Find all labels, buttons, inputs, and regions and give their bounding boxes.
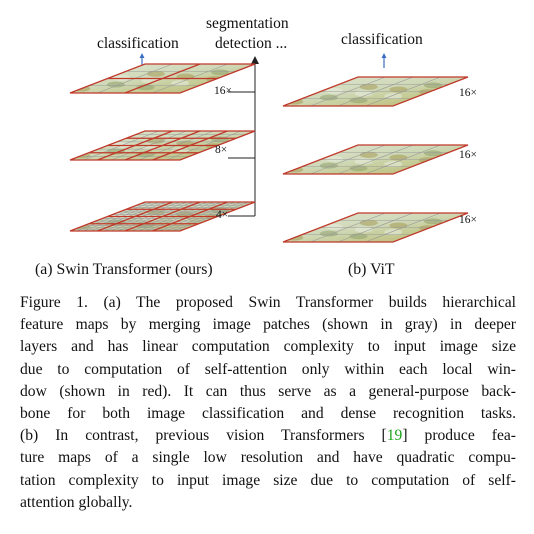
panel-a-detection-label: detection ...: [215, 35, 288, 52]
panel-a-segmentation-label: segmentation: [206, 15, 289, 32]
swin-layer-16x: [69, 63, 256, 94]
caption-line: bone for both image classification and d…: [20, 404, 516, 422]
caption-line: ture maps of a single low resolution and…: [20, 449, 516, 467]
caption-line: attention globally.: [20, 493, 133, 511]
window-border: [69, 201, 256, 232]
citation-link[interactable]: 19: [386, 427, 403, 445]
vit-layer-2: [282, 144, 469, 175]
caption-line: tation complexity to input image size du…: [20, 471, 516, 489]
arrow-icon-b: [381, 53, 387, 68]
panel-b-top-label: classification: [341, 31, 423, 48]
window-border: [69, 130, 256, 161]
vit-scale-label-3: 16×: [459, 214, 477, 226]
caption-line: Figure 1. (a) The proposed Swin Transfor…: [20, 294, 516, 311]
caption-line: dow (shown in red). It can thus serve as…: [20, 382, 516, 400]
vit-scale-label-1: 16×: [459, 87, 477, 99]
figure-caption: Figure 1. (a) The proposed Swin Transfor…: [20, 292, 516, 514]
swin-layer-4x: [69, 201, 256, 232]
panel-b-subcaption: (b) ViT: [348, 261, 395, 278]
window-border: [69, 63, 256, 94]
window-border: [282, 76, 469, 107]
scale-label-8x: 8×: [215, 144, 228, 156]
window-border: [282, 212, 469, 243]
swin-layer-8x: [69, 130, 256, 161]
window-border: [282, 144, 469, 175]
panel-a-subcaption: (a) Swin Transformer (ours): [35, 261, 213, 278]
scale-label-4x: 4×: [216, 209, 229, 221]
caption-line: layers and has linear computation comple…: [20, 338, 516, 356]
figure-1: [69, 53, 469, 243]
vit-scale-label-2: 16×: [459, 149, 477, 161]
caption-line-with-citation: (b) In contrast, previous vision Transfo…: [20, 427, 516, 445]
image-texture: [285, 82, 443, 105]
vit-layer-3: [282, 212, 469, 243]
scale-label-16x: 16×: [214, 85, 232, 97]
vit-layer-1: [282, 76, 469, 107]
connector-arrowhead: [251, 56, 259, 64]
panel-a-top-label: classification: [97, 35, 179, 52]
caption-line: due to computation of self-attention onl…: [20, 360, 516, 378]
caption-line: feature maps by merging image patches (s…: [20, 316, 516, 334]
